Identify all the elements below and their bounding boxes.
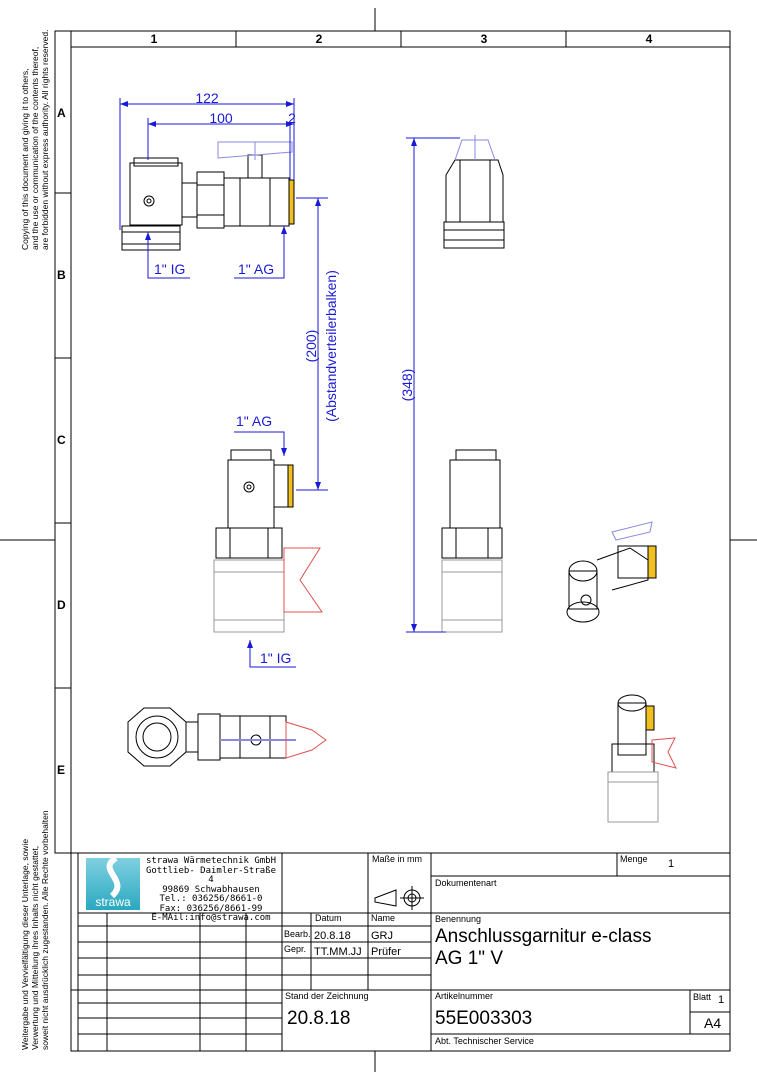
- dimension-ig-bottom: 1" IG: [260, 650, 291, 666]
- plan-view-bottom: [127, 707, 287, 767]
- bearb-date: 20.8.18: [314, 930, 351, 942]
- datum-label: Datum: [315, 913, 342, 923]
- masse-label: Maße in mm: [372, 854, 423, 864]
- iso-handle-d: [611, 521, 653, 541]
- dimension-348: (348): [399, 369, 415, 402]
- row-label-c: C: [57, 433, 66, 447]
- dimension-122: 122: [195, 90, 219, 106]
- gepr-name: Prüfer: [371, 946, 401, 958]
- artikel-label: Artikelnummer: [435, 991, 494, 1001]
- blatt-label: Blatt: [693, 992, 712, 1002]
- lower-ghost-right: [441, 559, 503, 633]
- logo-wave-icon: [106, 858, 121, 898]
- end-view-top: [443, 159, 505, 249]
- dimension-ag-top: 1" AG: [238, 261, 274, 277]
- dimension-ag-middle: 1" AG: [236, 413, 272, 429]
- projection-symbol: [374, 886, 424, 910]
- stand-value: 20.8.18: [287, 1008, 351, 1029]
- format-value: A4: [704, 1015, 722, 1031]
- side-view-middle: [441, 449, 503, 559]
- dimension-lines: [119, 98, 460, 668]
- column-label-4: 4: [645, 32, 653, 46]
- benennung-label: Benennung: [435, 914, 482, 924]
- gepr-date: TT.MM.JJ: [314, 946, 362, 958]
- company-street: Gottlieb- Daimler-Straße 4: [145, 865, 277, 885]
- column-label-1: 1: [150, 32, 158, 46]
- row-label-b: B: [57, 268, 66, 282]
- logo-text: strawa: [95, 895, 131, 909]
- company-logo: strawa: [86, 858, 140, 910]
- dimension-arrows: [120, 101, 417, 648]
- bearb-name: GRJ: [371, 930, 393, 942]
- blue-handle-top: [217, 141, 293, 160]
- blue-handle-end: [454, 135, 496, 161]
- artikel-value: 55E003303: [435, 1008, 533, 1029]
- name-label: Name: [371, 913, 396, 923]
- benennung-line-2: AG 1" V: [435, 948, 503, 969]
- abteilung-label: Abt. Technischer Service: [435, 1036, 534, 1046]
- plan-red-handle: [285, 721, 327, 759]
- row-label-d: D: [57, 598, 66, 612]
- company-tel: Tel.: 036256/8661-0: [159, 894, 263, 904]
- dimension-200: (200): [303, 330, 319, 363]
- red-handle-middle: [283, 547, 323, 613]
- iso-handle-e: [651, 737, 677, 769]
- dimension-2: 2: [288, 110, 296, 126]
- front-view-middle: [215, 449, 294, 559]
- dimension-100: 100: [209, 110, 233, 126]
- benennung-line-1: Anschlussgarnitur e-class: [435, 926, 652, 947]
- side-view-top: [121, 154, 295, 251]
- company-city: 99869 Schwabhausen: [162, 884, 260, 895]
- blatt-value: 1: [718, 994, 725, 1006]
- row-label-a: A: [57, 106, 66, 120]
- company-email: E-MAil:info@strawa.com: [151, 913, 271, 923]
- iso-seal-e: [645, 705, 655, 731]
- dimension-abstand: (Abstandverteilerbalken): [323, 270, 339, 422]
- company-fax: Fax: 036256/8661-99: [159, 903, 263, 914]
- column-label-2: 2: [315, 32, 323, 46]
- bearb-label: Bearb.: [284, 929, 311, 939]
- company-address: strawa Wärmetechnik GmbH Gottlieb- Daiml…: [142, 856, 280, 924]
- gepr-label: Gepr.: [284, 944, 307, 954]
- menge-value: 1: [668, 858, 675, 870]
- dimension-ig-top: 1" IG: [154, 261, 185, 277]
- stand-label: Stand der Zeichnung: [285, 991, 369, 1001]
- column-label-3: 3: [480, 32, 488, 46]
- menge-label: Menge: [620, 854, 648, 864]
- iso-seal-d: [647, 545, 657, 579]
- company-name: strawa Wärmetechnik GmbH: [145, 856, 277, 866]
- iso-ghost-e: [607, 771, 659, 823]
- row-label-e: E: [57, 763, 66, 777]
- dokumentenart-label: Dokumentenart: [435, 878, 497, 888]
